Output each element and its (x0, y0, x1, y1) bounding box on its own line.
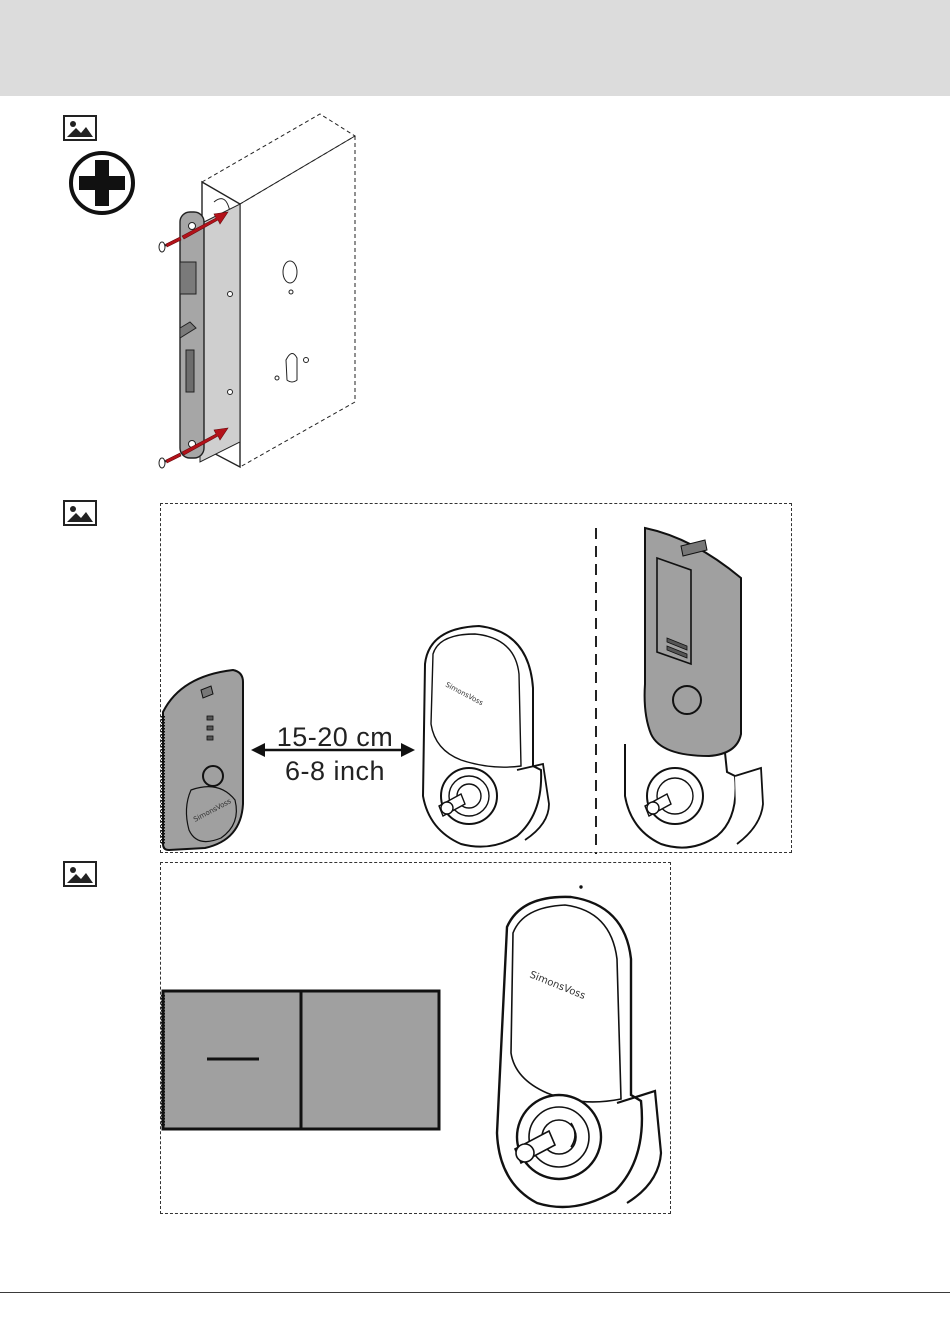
phillips-screwdriver-icon (68, 151, 136, 215)
display-status-panel: SimonsVoss (160, 862, 671, 1214)
device-display-drawing (163, 991, 439, 1129)
distance-cm-label: 15-20 cm (265, 724, 405, 751)
device-mounted-on-knob-drawing (625, 528, 763, 848)
distance-inch-label: 6-8 inch (265, 758, 405, 785)
mortise-lock-mounting-drawing (150, 112, 370, 474)
image-icon (63, 115, 97, 141)
programming-distance-panel: SimonsVoss SimonsVoss (160, 503, 792, 853)
header-band (0, 0, 950, 96)
programming-device-drawing: SimonsVoss (163, 670, 243, 850)
lock-cylinder-knob-drawing: SimonsVoss (423, 626, 549, 847)
image-icon (63, 861, 97, 887)
footer-rule (0, 1292, 950, 1293)
image-icon (63, 500, 97, 526)
lock-cylinder-knob-drawing: SimonsVoss (497, 886, 661, 1207)
